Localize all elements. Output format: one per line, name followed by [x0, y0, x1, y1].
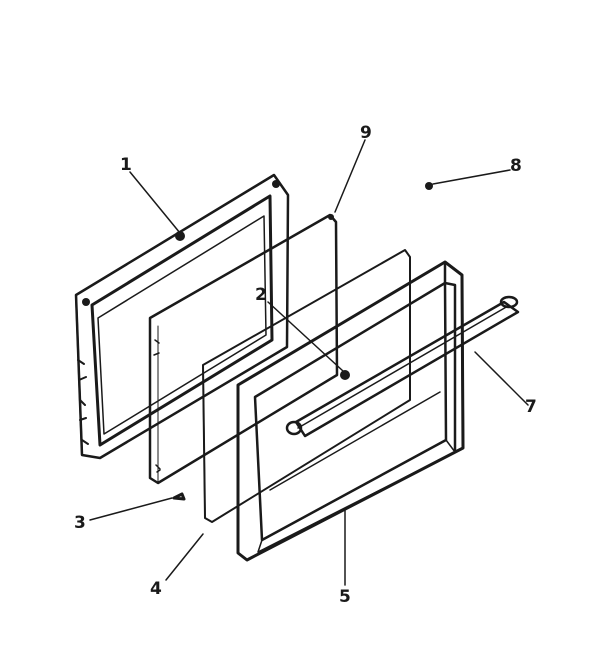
callout-5: 5: [339, 587, 351, 607]
door-handle: [285, 295, 520, 438]
callout-7: 7: [525, 397, 537, 417]
handle-end-cap-icon: [285, 420, 303, 436]
door-glass: [202, 249, 411, 523]
screw-icon: [340, 370, 350, 380]
screw-hole-icon: [82, 298, 90, 306]
callout-9: 9: [360, 123, 372, 143]
insulation-panel: [148, 213, 339, 485]
clip-icon: [172, 492, 186, 501]
callout-1: 1: [120, 155, 132, 175]
callout-8: 8: [510, 156, 522, 176]
bracket-icon: [175, 231, 185, 241]
corner-icon: [328, 214, 334, 220]
handle-end-cap-icon: [499, 295, 519, 309]
inner-door-panel: [74, 173, 290, 460]
callout-4: 4: [150, 579, 162, 599]
leader-lines: [89, 139, 529, 586]
callout-2: 2: [255, 285, 267, 305]
outer-door-frame: [236, 260, 465, 562]
callout-3: 3: [74, 513, 86, 533]
screw-icon: [425, 182, 433, 190]
screw-hole-icon: [272, 180, 280, 188]
